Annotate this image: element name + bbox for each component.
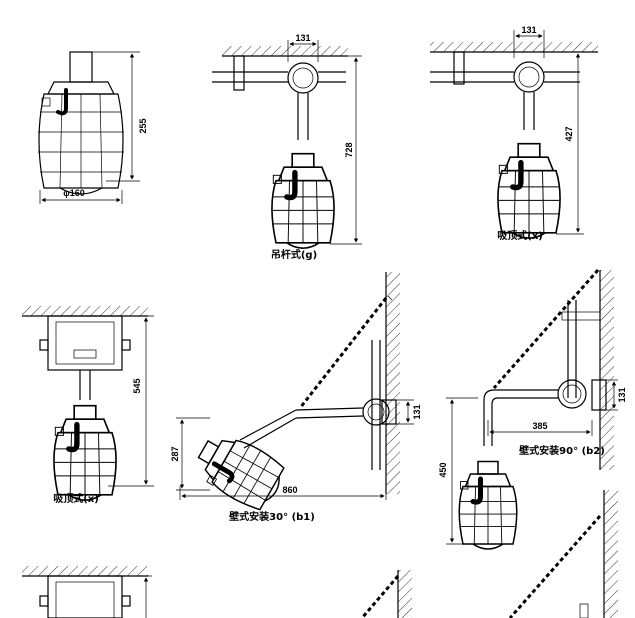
figure-4-ceiling-box-mount: 545 吸顶式(x) bbox=[22, 306, 154, 505]
dimension-label: 385 bbox=[532, 421, 547, 431]
dimension-label: 255 bbox=[138, 118, 148, 133]
dimension-label: φ160 bbox=[63, 188, 84, 198]
dimension-label: 545 bbox=[132, 378, 142, 393]
figure-caption: 吸顶式(x) bbox=[53, 492, 99, 505]
dimension-label: 131 bbox=[412, 404, 422, 419]
figure-7-partial bbox=[22, 566, 152, 618]
dimension-label: 450 bbox=[438, 462, 448, 477]
figure-8-partial bbox=[360, 570, 412, 618]
figure-2-rod-mount: 131 728 吊杆式(g) bbox=[212, 33, 362, 261]
figure-caption: 吸顶式(x) bbox=[497, 229, 543, 242]
dimension-label: 287 bbox=[170, 446, 180, 461]
dimension-label: 131 bbox=[295, 33, 310, 43]
dimension-label: 860 bbox=[282, 485, 297, 495]
dimension-label: 131 bbox=[617, 387, 627, 402]
dimension-label: 728 bbox=[344, 142, 354, 157]
figure-6-wall-mount-90: 131 385 壁式安装90° (b2) 450 bbox=[438, 269, 627, 549]
figure-9-partial bbox=[508, 490, 618, 618]
figure-caption: 壁式安装90° (b2) bbox=[519, 444, 605, 457]
figure-caption: 壁式安装30° (b1) bbox=[229, 510, 315, 523]
figure-5-wall-mount-30: 131 287 860 壁式安装30° (b1) bbox=[170, 272, 422, 523]
figure-1-pendant-lamp: 255 φ160 bbox=[38, 51, 148, 204]
dimension-label: 131 bbox=[521, 25, 536, 35]
figure-caption: 吊杆式(g) bbox=[271, 248, 317, 261]
figure-3-ceiling-mount: 131 427 吸顶式(x) bbox=[430, 25, 598, 242]
dimension-label: 427 bbox=[564, 126, 574, 141]
